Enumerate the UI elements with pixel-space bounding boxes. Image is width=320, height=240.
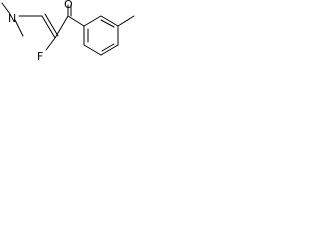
nitrogen-atom-label: N bbox=[8, 12, 16, 25]
ring-bond-3 bbox=[100, 44, 119, 56]
ring-bond-5 bbox=[100, 15, 119, 27]
chemical-structure: N O F bbox=[1, 0, 135, 63]
vinyl-double-bond-1 bbox=[41, 15, 56, 39]
fluorine-atom-label: F bbox=[37, 50, 43, 63]
n-methyl-bond-2 bbox=[14, 19, 24, 37]
alpha-to-carbonyl-bond bbox=[54, 15, 69, 39]
carbonyl-to-ring-bond bbox=[67, 15, 85, 27]
oxygen-atom-label: O bbox=[64, 0, 73, 11]
ring-inner-double-bond-3 bbox=[100, 19, 115, 28]
n-methyl-bond-1 bbox=[1, 2, 11, 15]
para-methyl-bond bbox=[117, 15, 135, 27]
ring-inner-double-bond-2 bbox=[101, 43, 115, 52]
ring-bond-2 bbox=[83, 44, 102, 56]
alpha-to-fluorine-bond bbox=[45, 37, 56, 51]
ring-bond-6 bbox=[83, 15, 102, 27]
vinyl-double-bond-2 bbox=[44, 13, 59, 37]
